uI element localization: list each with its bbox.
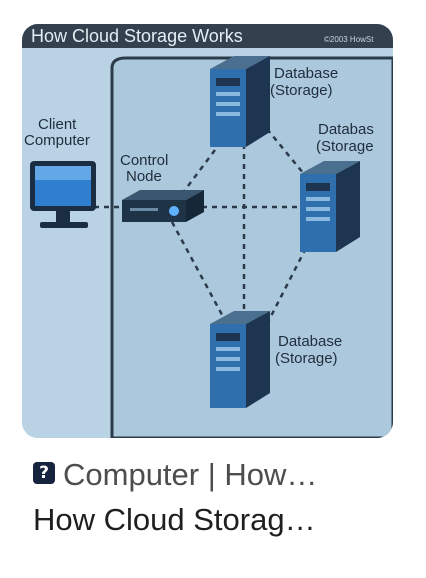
result-title[interactable]: How Cloud Storag… [33,502,316,537]
control-label-line2: Node [126,168,162,185]
client-label-line2: Computer [24,132,90,149]
result-caption: ? Computer | How… How Cloud Storag… [33,456,413,540]
source-row[interactable]: ? Computer | How… [33,456,413,494]
control-label-line1: Control [120,152,168,169]
source-site-label[interactable]: Computer | How… [63,457,318,492]
link-db-bottom-db-right [265,245,309,325]
database-server-right-icon [300,161,360,252]
result-thumbnail[interactable]: How Cloud Storage Works ©2003 HowSt [22,24,393,438]
cloud-storage-diagram: How Cloud Storage Works ©2003 HowSt [22,24,393,438]
db-right-label-line1: Databas [318,121,374,138]
db-right-label-line2: (Storage [316,138,374,155]
network-connections [94,128,309,325]
banner-credit: ©2003 HowSt [324,35,374,44]
title-banner [22,24,393,48]
client-label-line1: Client [38,116,77,133]
cloud-boundary [110,56,393,438]
control-node-icon [122,190,204,222]
banner-title: How Cloud Storage Works [31,26,243,46]
db-top-label-line2: (Storage) [270,82,333,99]
db-bottom-label-line1: Database [278,333,342,350]
db-bottom-label-line2: (Storage) [275,350,338,367]
database-server-top-icon [210,56,270,147]
database-server-bottom-icon [210,311,270,408]
db-top-label-line1: Database [274,65,338,82]
question-mark-badge-icon: ? [33,462,55,484]
client-computer-icon [30,161,96,228]
